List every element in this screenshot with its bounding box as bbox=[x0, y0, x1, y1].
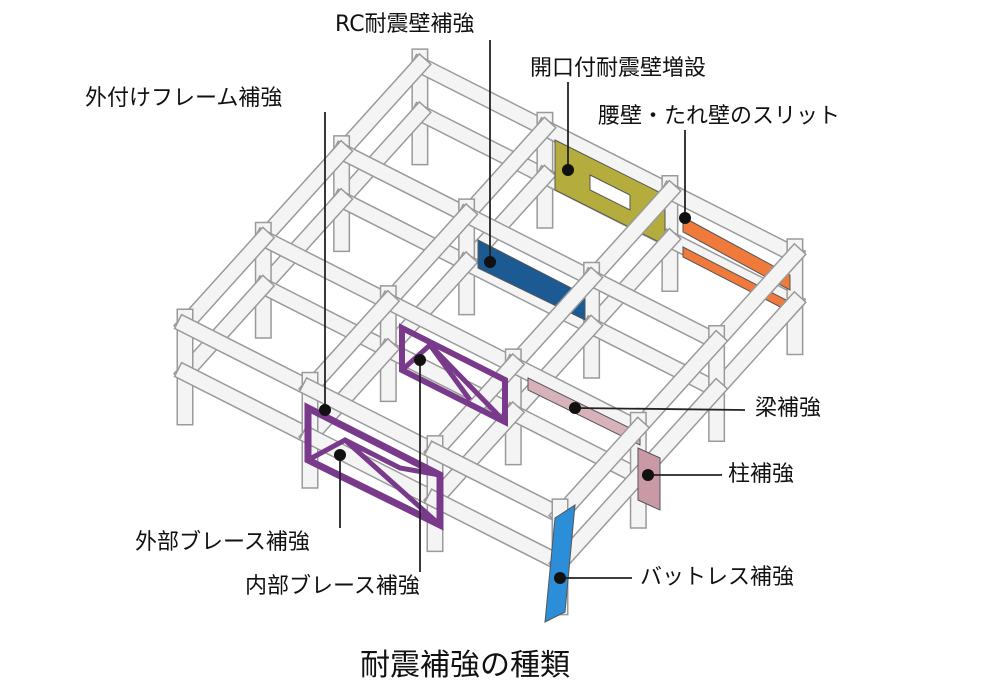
beam bbox=[582, 316, 727, 399]
beam-reinforcement bbox=[527, 377, 641, 446]
beam bbox=[660, 182, 805, 265]
beam bbox=[425, 442, 570, 525]
rc-wall-panel bbox=[477, 239, 586, 321]
slit-upper bbox=[682, 216, 791, 291]
label-external-frame: 外付けフレーム補強 bbox=[85, 86, 283, 111]
beam bbox=[175, 276, 274, 383]
beam bbox=[378, 292, 523, 375]
beam bbox=[457, 253, 602, 336]
beam bbox=[410, 55, 555, 138]
beam bbox=[457, 205, 602, 288]
label-external-brace: 外部ブレース補強 bbox=[135, 530, 310, 555]
beam bbox=[331, 55, 430, 162]
beam bbox=[253, 189, 352, 297]
leader-dot-column bbox=[642, 469, 654, 481]
label-buttress: バットレス補強 bbox=[640, 565, 795, 590]
beam bbox=[582, 268, 727, 351]
beam bbox=[503, 316, 602, 423]
beam bbox=[628, 331, 727, 439]
internal-brace-diagonals bbox=[400, 341, 507, 424]
beam bbox=[503, 403, 648, 486]
beam bbox=[581, 181, 680, 289]
leader-dot-buttress bbox=[554, 572, 566, 584]
beam bbox=[503, 268, 602, 375]
beam bbox=[410, 103, 555, 186]
beam bbox=[331, 103, 430, 210]
beam bbox=[300, 378, 445, 462]
beam bbox=[535, 118, 680, 201]
beam bbox=[378, 205, 477, 312]
beam bbox=[253, 141, 352, 249]
beam bbox=[332, 190, 477, 273]
beam bbox=[378, 340, 523, 423]
beam bbox=[332, 142, 477, 225]
leader-dot-external-brace bbox=[334, 449, 346, 461]
label-internal-brace: 内部ブレース補強 bbox=[245, 574, 420, 599]
leader-dot-rc-wall bbox=[484, 256, 496, 268]
diagram-title: 耐震補強の種類 bbox=[360, 648, 570, 683]
buttress-panel bbox=[544, 504, 576, 623]
beam bbox=[660, 230, 805, 313]
beam bbox=[175, 315, 320, 398]
leader-dot-external-frame bbox=[319, 404, 331, 416]
beam bbox=[581, 229, 680, 337]
label-slit: 腰壁・たれ壁のスリット bbox=[598, 104, 841, 129]
beam bbox=[456, 118, 555, 225]
leader-dot-opening-wall bbox=[562, 164, 574, 176]
leader-line-beam bbox=[574, 407, 746, 411]
leader-dot-internal-brace bbox=[414, 354, 426, 366]
external-brace-diagonals bbox=[306, 436, 442, 527]
beam bbox=[503, 355, 648, 438]
label-column: 柱補強 bbox=[728, 462, 795, 487]
beam bbox=[300, 339, 399, 447]
beam bbox=[550, 466, 649, 573]
leader-dot-slit bbox=[679, 212, 691, 224]
label-rc-wall: RC耐震壁補強 bbox=[335, 12, 475, 37]
beam bbox=[550, 418, 649, 525]
label-opening-wall: 開口付耐震壁増設 bbox=[530, 56, 707, 81]
beam bbox=[425, 403, 524, 510]
leader-dot-beam bbox=[569, 402, 581, 414]
label-beam: 梁補強 bbox=[755, 396, 822, 421]
beam bbox=[175, 363, 320, 446]
wall-opening bbox=[589, 174, 631, 211]
beam bbox=[706, 292, 805, 400]
beam bbox=[706, 244, 805, 352]
beam bbox=[425, 490, 570, 573]
beam bbox=[175, 228, 274, 335]
beam bbox=[300, 291, 399, 399]
